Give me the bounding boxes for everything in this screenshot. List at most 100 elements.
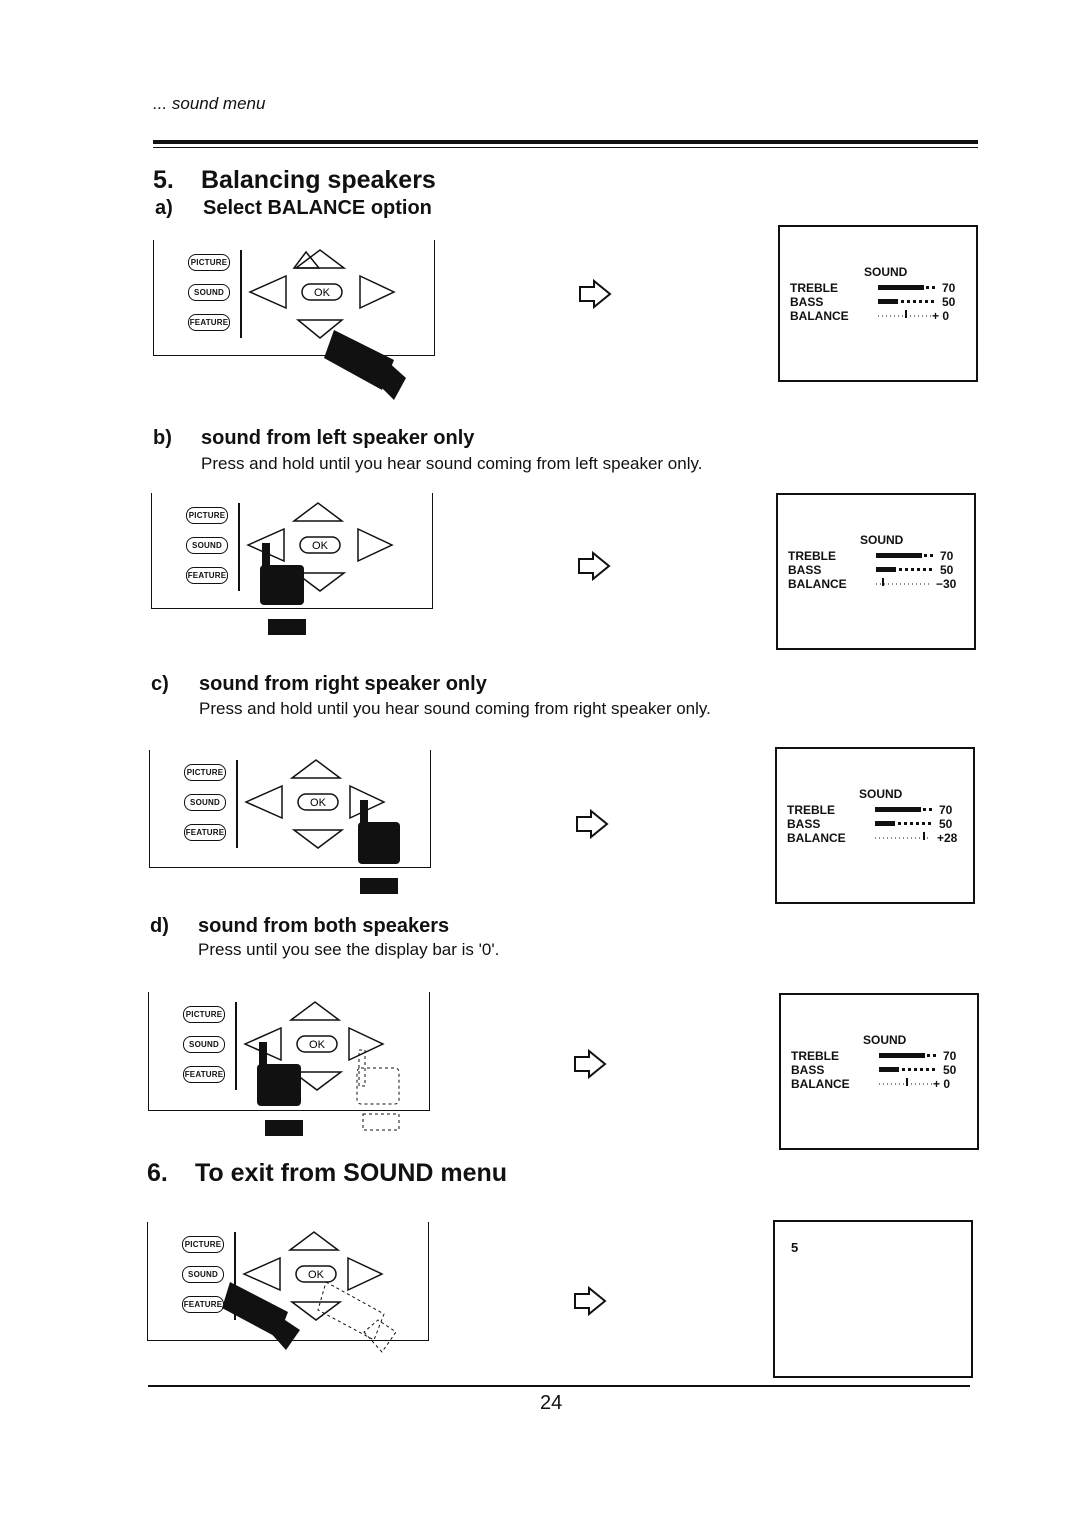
down-arrow-icon (293, 572, 347, 592)
step-d-text: Press until you see the display bar is '… (198, 940, 500, 959)
level-bars (875, 807, 932, 840)
osd-screen-a: SOUND TREBLE BASS BALANCE 70 50 + 0 (778, 225, 978, 382)
treble-value: 70 (940, 549, 954, 563)
balance-label: BALANCE (787, 831, 846, 845)
step-b-heading: b)sound from left speaker only (153, 427, 474, 450)
cursor-keypad: OK (246, 502, 394, 635)
balance-label: BALANCE (791, 1077, 850, 1091)
bass-bar (879, 1067, 899, 1072)
osd-title: SOUND (859, 787, 903, 801)
level-bars (878, 285, 935, 318)
cursor-keypad: OK (222, 1231, 397, 1353)
osd-title: SOUND (863, 1033, 907, 1047)
next-arrow-icon (574, 1048, 607, 1080)
pointing-hand-icon (358, 800, 400, 894)
feature-key: FEATURE (184, 824, 226, 841)
keypad-divider (235, 1002, 237, 1090)
sound-key: SOUND (188, 284, 230, 301)
sound-key: SOUND (182, 1266, 224, 1283)
remote-illustration-exit: PICTURE SOUND FEATURE OK (147, 1222, 429, 1353)
osd-title: SOUND (864, 265, 908, 279)
next-arrow-icon (574, 1285, 607, 1317)
section-6-number: 6. (147, 1159, 168, 1187)
ok-key-label: OK (312, 540, 329, 552)
feature-key: FEATURE (183, 1066, 225, 1083)
bass-label: BASS (791, 1063, 825, 1077)
level-bars (876, 553, 933, 586)
header-rule-thin (153, 147, 978, 148)
picture-key: PICTURE (182, 1236, 224, 1253)
picture-key: PICTURE (183, 1006, 225, 1023)
bass-value: 50 (939, 817, 953, 831)
keypad-divider (240, 250, 242, 338)
bass-value: 50 (940, 563, 954, 577)
picture-key: PICTURE (186, 507, 228, 524)
treble-label: TREBLE (787, 803, 835, 817)
feature-key: FEATURE (188, 314, 230, 331)
treble-label: TREBLE (790, 281, 838, 295)
ok-key-outline (295, 1265, 337, 1283)
ok-key-outline (296, 1035, 338, 1053)
sound-key: SOUND (186, 537, 228, 554)
step-a-title: Select BALANCE option (203, 197, 432, 219)
up-arrow-icon (287, 1231, 341, 1251)
right-arrow-icon (359, 274, 396, 310)
page-number: 24 (540, 1392, 563, 1414)
ok-key-label: OK (310, 797, 327, 809)
right-arrow-icon (348, 1026, 385, 1062)
osd-title: SOUND (860, 533, 904, 547)
keypad-divider (234, 1232, 236, 1320)
left-arrow-icon (244, 784, 283, 820)
cursor-keypad: OK (243, 1001, 400, 1136)
header-rule (153, 140, 978, 144)
up-arrow-icon-outline (293, 249, 347, 269)
picture-key: PICTURE (184, 764, 226, 781)
left-arrow-icon (248, 274, 287, 310)
balance-value: −30 (936, 577, 957, 591)
down-arrow-icon (295, 319, 345, 339)
balance-marker (882, 578, 884, 586)
treble-label: TREBLE (791, 1049, 839, 1063)
bass-label: BASS (787, 817, 821, 831)
section-5-number: 5. (153, 166, 174, 194)
pointing-hand-icon (324, 330, 406, 400)
balance-value: + 0 (932, 309, 950, 323)
ok-key-outline (299, 536, 341, 554)
pointing-hand-icon (260, 543, 306, 635)
running-head: ... sound menu (153, 94, 266, 113)
step-a-number: a) (155, 197, 173, 219)
remote-illustration-b: PICTURE SOUND FEATURE OK (151, 493, 433, 635)
step-d-number: d) (150, 915, 169, 937)
treble-value: 70 (939, 803, 953, 817)
sound-key: SOUND (183, 1036, 225, 1053)
step-c-heading: c)sound from right speaker only (151, 673, 487, 696)
keypad-divider (236, 760, 238, 848)
balance-marker (923, 832, 925, 840)
down-arrow-icon (289, 1301, 343, 1321)
balance-marker (906, 1078, 908, 1086)
down-arrow-icon (291, 829, 345, 849)
remote-illustration-d: PICTURE SOUND FEATURE OK (148, 992, 430, 1136)
section-6-heading: 6. To exit from SOUND menu (147, 1159, 507, 1188)
bass-value: 50 (943, 1063, 957, 1077)
pointing-hand-icon (222, 1282, 300, 1350)
step-b-text: Press and hold until you hear sound comi… (201, 454, 703, 473)
ok-key-outline (297, 793, 339, 811)
channel-number: 5 (791, 1240, 799, 1255)
up-arrow-icon (289, 759, 343, 779)
picture-key: PICTURE (188, 254, 230, 271)
osd-screen-b: SOUND TREBLE BASS BALANCE 70 50 −30 (776, 493, 976, 650)
treble-bar (875, 807, 921, 812)
osd-screen-d: SOUND TREBLE BASS BALANCE 70 50 + 0 (779, 993, 979, 1150)
bass-value: 50 (942, 295, 956, 309)
cursor-keypad: OK (248, 249, 406, 400)
step-d-heading: d)sound from both speakers (150, 915, 449, 938)
step-b-number: b) (153, 427, 172, 449)
remote-illustration-a: PICTURE SOUND FEATURE OK (153, 240, 435, 400)
bass-bar (876, 567, 896, 572)
treble-bar (878, 285, 924, 290)
balance-label: BALANCE (788, 577, 847, 591)
step-c-text: Press and hold until you hear sound comi… (199, 699, 711, 718)
section-6-title: To exit from SOUND menu (195, 1159, 508, 1187)
ok-key-label: OK (314, 287, 331, 299)
